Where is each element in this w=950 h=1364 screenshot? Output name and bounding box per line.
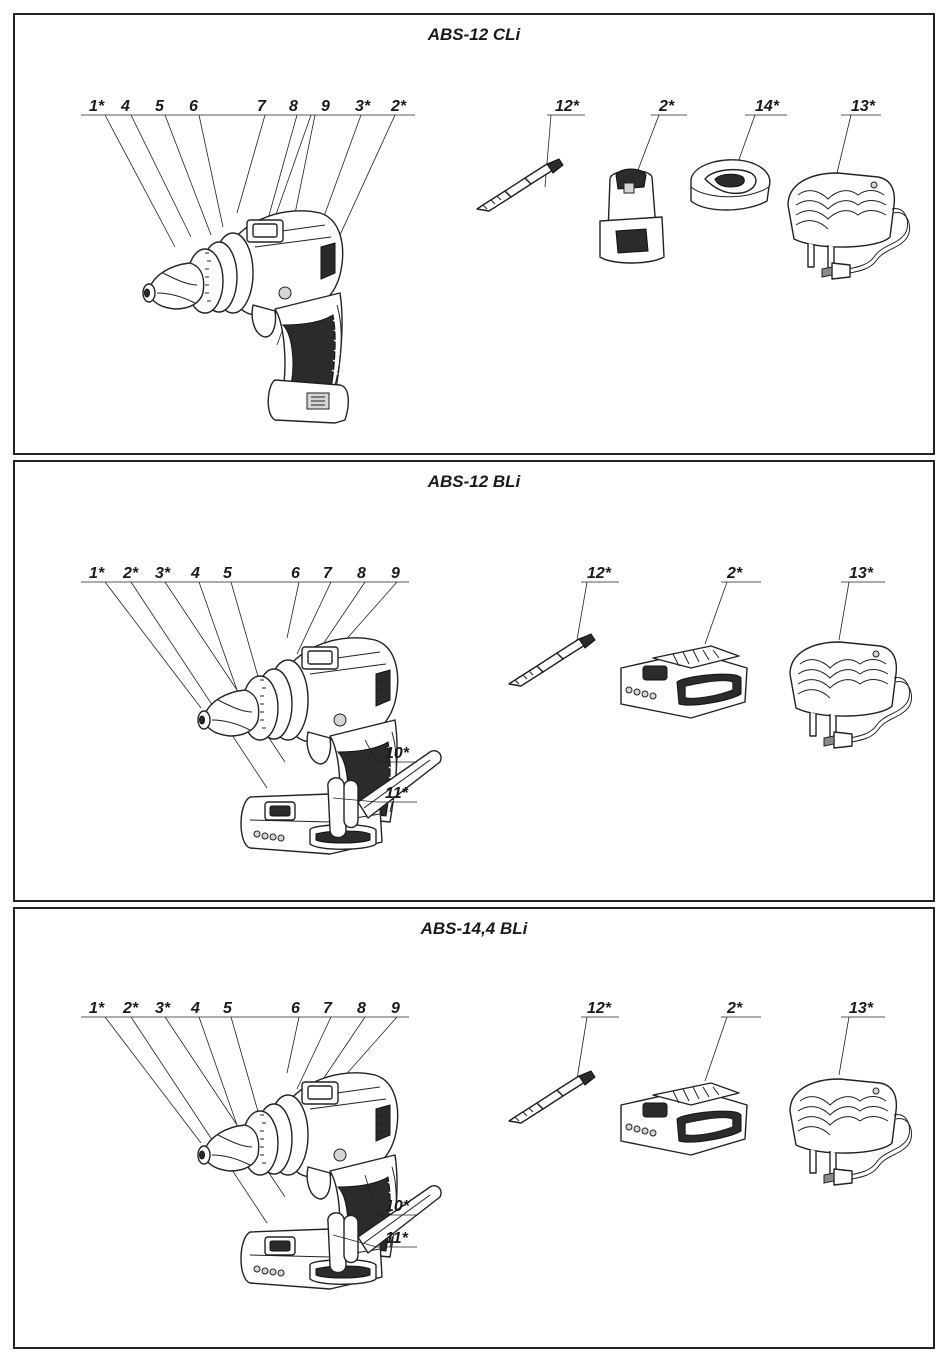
diagram-abs-14-4-bli: 1* 2* 3* 4 5 6 7 8 9 10* 11* 12* 2* 13* — [15, 909, 937, 1351]
diagram-abs-12-cli: 1* 4 5 6 7 8 9 3* 2* 12* 2* 14* 13* — [15, 15, 937, 457]
callout-label: 7 — [257, 98, 267, 115]
panel-abs-14-4-bli: ABS-14,4 BLi 1* 2* 3* 4 5 6 7 8 9 10* 11… — [13, 907, 935, 1349]
callout-label: 8 — [289, 98, 298, 115]
callout-label: 5 — [155, 98, 165, 115]
callout-label: 8 — [357, 565, 366, 582]
callout-label: 13* — [851, 98, 876, 115]
bit-illustration — [509, 634, 595, 686]
diagram-abs-12-bli: 1* 2* 3* 4 5 6 7 8 9 10* 11* 12* 2* 13* — [15, 462, 937, 904]
callout-label: 4 — [120, 98, 130, 115]
callout-label: 4 — [190, 1000, 200, 1017]
callout-label: 2* — [726, 1000, 743, 1017]
callout-label: 11* — [385, 1230, 409, 1247]
bit-illustration — [477, 159, 563, 211]
callout-label: 2* — [390, 98, 407, 115]
battery-illustration — [600, 169, 664, 263]
callout-label: 9 — [321, 98, 330, 115]
callout-label: 5 — [223, 1000, 233, 1017]
callout-label: 2* — [726, 565, 743, 582]
panel-abs-12-bli: ABS-12 BLi 1* 2* 3* 4 5 6 7 8 9 10* 11* … — [13, 460, 935, 902]
callout-label: 7 — [323, 565, 333, 582]
callout-label: 6 — [189, 98, 198, 115]
callout-label: 6 — [291, 1000, 300, 1017]
callout-label: 1* — [89, 98, 105, 115]
callout-label: 9 — [391, 1000, 400, 1017]
battery-illustration — [621, 1083, 747, 1155]
charger-illustration — [790, 642, 912, 748]
callout-label: 10* — [385, 1198, 410, 1215]
charger-illustration — [790, 1079, 912, 1185]
callout-label: 8 — [357, 1000, 366, 1017]
callout-label: 9 — [391, 565, 400, 582]
callout-label: 2* — [658, 98, 675, 115]
callout-label: 12* — [587, 565, 612, 582]
drill-illustration — [143, 211, 348, 423]
drill-illustration — [198, 1073, 441, 1289]
callout-label: 7 — [323, 1000, 333, 1017]
charger-illustration — [788, 173, 910, 279]
callout-label: 1* — [89, 565, 105, 582]
battery-illustration — [621, 646, 747, 718]
callout-label: 5 — [223, 565, 233, 582]
callout-label: 1* — [89, 1000, 105, 1017]
callout-label: 2* — [122, 565, 139, 582]
callout-label: 3* — [155, 1000, 171, 1017]
callout-label: 13* — [849, 1000, 874, 1017]
callout-label: 2* — [122, 1000, 139, 1017]
callout-label: 14* — [755, 98, 780, 115]
callout-label: 6 — [291, 565, 300, 582]
callout-label: 4 — [190, 565, 200, 582]
callout-label: 13* — [849, 565, 874, 582]
panel-abs-12-cli: ABS-12 CLi 1* 4 5 6 7 8 9 3* 2* 12* 2* 1… — [13, 13, 935, 455]
bit-illustration — [509, 1071, 595, 1123]
callout-label: 3* — [355, 98, 371, 115]
callout-label: 12* — [587, 1000, 612, 1017]
callout-label: 3* — [155, 565, 171, 582]
callout-label: 11* — [385, 785, 409, 802]
adapter-illustration — [691, 160, 770, 210]
callout-label: 10* — [385, 745, 410, 762]
callout-label: 12* — [555, 98, 580, 115]
